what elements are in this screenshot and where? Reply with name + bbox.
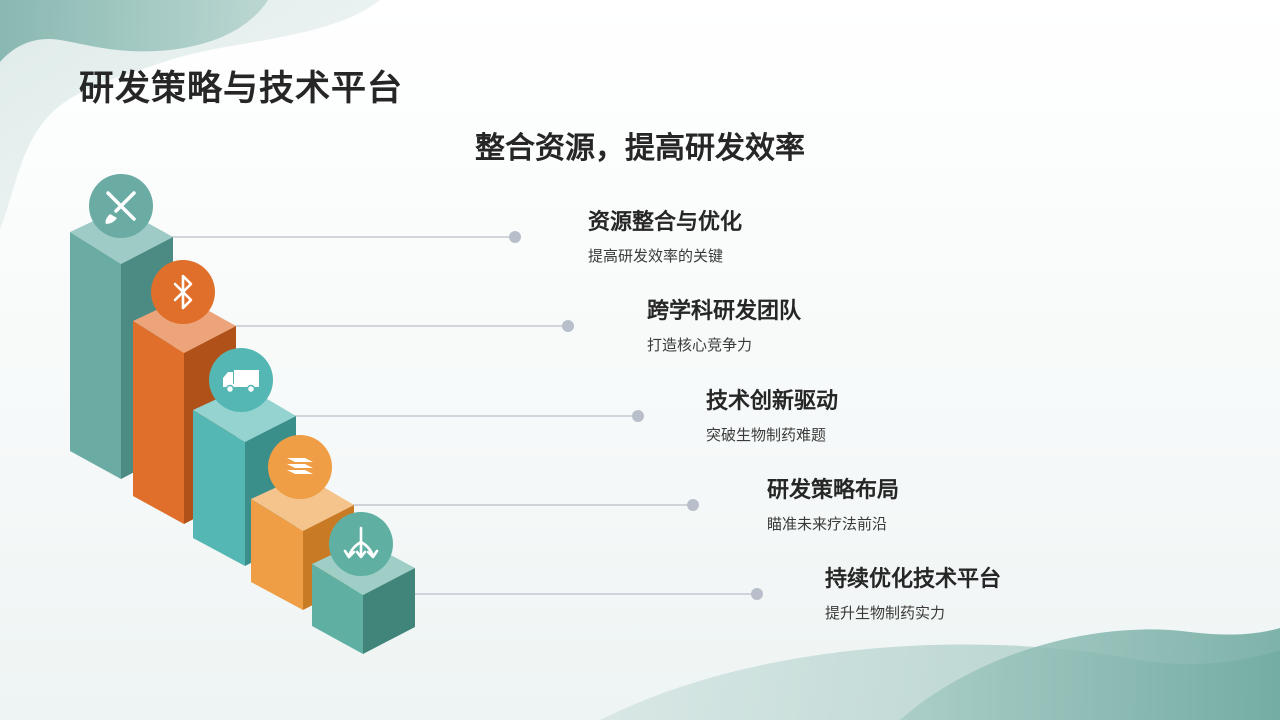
step-item-1: 资源整合与优化 提高研发效率的关键 — [588, 208, 742, 266]
connector-dot — [687, 499, 699, 511]
step-title: 资源整合与优化 — [588, 210, 743, 235]
bluetooth-icon — [151, 260, 215, 324]
step-description: 突破生物制药难题 — [706, 426, 827, 444]
step-description: 瞄准未来疗法前沿 — [767, 515, 888, 533]
step-item-5: 持续优化技术平台 提升生物制药实力 — [825, 565, 1001, 623]
connector-dot — [509, 231, 521, 243]
truck-icon — [209, 348, 273, 412]
connector-dot — [632, 410, 644, 422]
paintbrush-ruler-icon — [89, 174, 153, 238]
connector-dot — [562, 320, 574, 332]
branch-arrows-icon — [329, 512, 393, 576]
step-description: 提高研发效率的关键 — [588, 247, 724, 265]
step-title: 跨学科研发团队 — [647, 299, 802, 324]
connectors — [170, 231, 763, 600]
page-subtitle: 整合资源，提高研发效率 — [475, 131, 805, 166]
step-title: 研发策略布局 — [767, 478, 900, 503]
step-title: 技术创新驱动 — [706, 389, 839, 414]
page-title: 研发策略与技术平台 — [79, 69, 404, 109]
step-item-2: 跨学科研发团队 打造核心竞争力 — [647, 297, 801, 355]
step-description: 提升生物制药实力 — [825, 604, 946, 622]
step-title: 持续优化技术平台 — [825, 567, 1002, 592]
layers-icon — [268, 435, 332, 499]
step-item-4: 研发策略布局 瞄准未来疗法前沿 — [767, 476, 899, 534]
connector-dot — [751, 588, 763, 600]
step-description: 打造核心竞争力 — [647, 336, 753, 354]
step-item-3: 技术创新驱动 突破生物制药难题 — [706, 387, 838, 445]
